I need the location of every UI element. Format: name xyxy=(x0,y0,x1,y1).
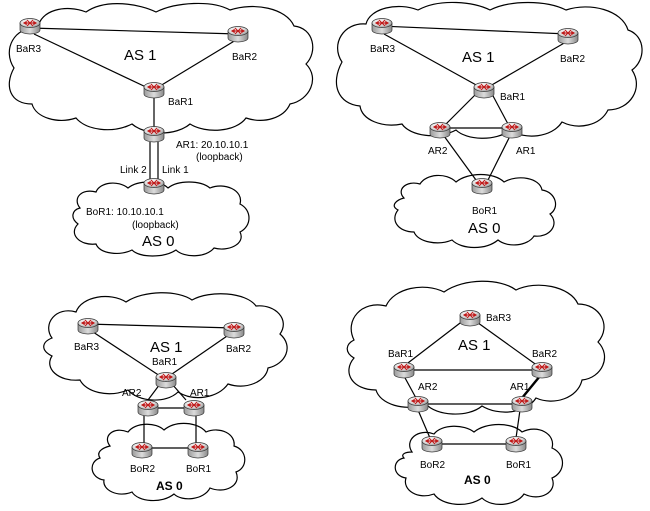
label-bar3: BaR3 xyxy=(370,44,395,55)
label-ar1: AR1: 20.10.10.1 xyxy=(176,140,249,151)
router-icon-ar2 xyxy=(137,399,159,417)
label-bor1: BoR1 xyxy=(472,206,497,217)
router-icon-bar2 xyxy=(531,361,553,379)
router-icon-bor1 xyxy=(471,177,493,195)
router-icon-bar3 xyxy=(19,17,41,35)
cloud-as0-bottom-left xyxy=(91,422,246,502)
label-bar1: BaR1 xyxy=(152,357,177,368)
router-icon-ar1 xyxy=(501,121,523,139)
router-icon-ar1 xyxy=(183,399,205,417)
label-as1: AS 1 xyxy=(124,47,157,64)
link-bar1-ar2 xyxy=(403,375,417,399)
link-bar2-bar1 xyxy=(171,333,231,375)
link-bar1-ar2 xyxy=(445,93,477,125)
router-icon-bar1 xyxy=(473,81,495,99)
label-ar1: AR1 xyxy=(516,146,536,157)
label-bor1: BoR1 xyxy=(506,460,531,471)
label-ar2: AR2 xyxy=(428,146,448,157)
link-bar1-ar1 xyxy=(491,93,509,125)
label-as0: AS 0 xyxy=(468,220,501,237)
router-icon-ar1 xyxy=(143,125,165,143)
link-bar3-bar2 xyxy=(473,319,539,367)
label-ar2: AR2 xyxy=(418,382,438,393)
label-ar1-loopback: (loopback) xyxy=(196,152,243,163)
link-bar2-bar1 xyxy=(489,41,567,87)
cloud-as1-top-left xyxy=(8,2,314,134)
link-bar2-ar1 xyxy=(521,375,541,399)
router-icon-bar3 xyxy=(77,317,99,335)
label-bor1-loopback: (loopback) xyxy=(132,220,179,231)
label-bar1: BaR1 xyxy=(388,349,413,360)
router-icon-bor1 xyxy=(187,441,209,459)
router-icon-ar2 xyxy=(429,121,451,139)
cloud-as0-top-right xyxy=(393,173,557,249)
label-bar2: BaR2 xyxy=(232,52,257,63)
label-bar1: BaR1 xyxy=(500,92,525,103)
label-bar2: BaR2 xyxy=(560,54,585,65)
link-bar3-bar2 xyxy=(85,323,235,329)
label-link2: Link 2 xyxy=(120,165,147,176)
cloud-as1-bottom-right xyxy=(346,280,606,415)
label-bor1: BoR1: 10.10.10.1 xyxy=(86,207,164,218)
label-link1: Link 1 xyxy=(162,165,189,176)
label-bar1: BaR1 xyxy=(168,97,193,108)
label-bar2: BaR2 xyxy=(226,344,251,355)
router-icon-bar2 xyxy=(223,321,245,339)
router-icon-bor2 xyxy=(421,435,443,453)
router-icon-ar2 xyxy=(407,395,429,413)
diagram-top-right: BaR3 BaR2 BaR1 AS 1 AR2 AR1 BoR1 AS 0 xyxy=(335,1,643,249)
label-ar1: AR1 xyxy=(190,388,210,399)
router-icon-bar1 xyxy=(393,361,415,379)
link-ar2-bor2 xyxy=(417,409,431,439)
cloud-as1-bottom-left xyxy=(43,292,288,401)
link-bar3-bar2 xyxy=(29,27,239,35)
label-bar3: BaR3 xyxy=(16,44,41,55)
label-bor1: BoR1 xyxy=(186,464,211,475)
router-icon-bar1 xyxy=(143,81,165,99)
cloud-as0-top-left xyxy=(72,181,250,257)
label-as1: AS 1 xyxy=(458,337,491,354)
link-ar1-bor1 xyxy=(487,135,511,181)
router-icon-ar1 xyxy=(511,395,533,413)
router-icon-bor1 xyxy=(505,435,527,453)
diagram-top-left: BaR3 BaR2 BaR1 AS 1 AR1: 20.10.10.1 (loo… xyxy=(8,2,314,257)
label-as0: AS 0 xyxy=(142,233,175,250)
label-as1: AS 1 xyxy=(462,49,495,66)
router-icon-bor1 xyxy=(143,177,165,195)
router-icon-bar3 xyxy=(371,17,393,35)
link-bar1-ar1 xyxy=(171,383,187,401)
link-bar3-bar1 xyxy=(89,329,161,377)
label-as0: AS 0 xyxy=(156,479,183,493)
link-bar3-bar2 xyxy=(379,25,569,35)
router-icon-bar2 xyxy=(557,27,579,45)
diagram-bottom-left: BaR3 BaR2 BaR1 AS 1 AR2 AR1 BoR2 BoR1 AS… xyxy=(43,292,288,502)
link-bar3-bar1 xyxy=(403,319,465,367)
router-icon-bar3 xyxy=(459,309,481,327)
label-bor2: BoR2 xyxy=(130,464,155,475)
router-icon-bar1 xyxy=(155,371,177,389)
link-ar2-bor1 xyxy=(443,135,477,181)
label-ar1: AR1 xyxy=(510,382,530,393)
link-bar3-bar1 xyxy=(383,33,479,87)
label-ar2: AR2 xyxy=(122,388,142,399)
link-bar3-bar1 xyxy=(33,33,149,89)
link-ar1-bor1 xyxy=(515,409,521,439)
label-bor2: BoR2 xyxy=(420,460,445,471)
label-bar3: BaR3 xyxy=(486,313,511,324)
label-bar3: BaR3 xyxy=(74,342,99,353)
diagram-bottom-right: BaR3 BaR1 BaR2 AS 1 AR2 AR1 BoR2 BoR1 AS… xyxy=(346,280,606,505)
label-as0: AS 0 xyxy=(464,473,491,487)
link-bar2-bar1 xyxy=(159,39,237,87)
label-as1: AS 1 xyxy=(150,339,183,356)
router-icon-bor2 xyxy=(131,441,153,459)
router-icon-bar2 xyxy=(227,25,249,43)
label-bar2: BaR2 xyxy=(532,349,557,360)
